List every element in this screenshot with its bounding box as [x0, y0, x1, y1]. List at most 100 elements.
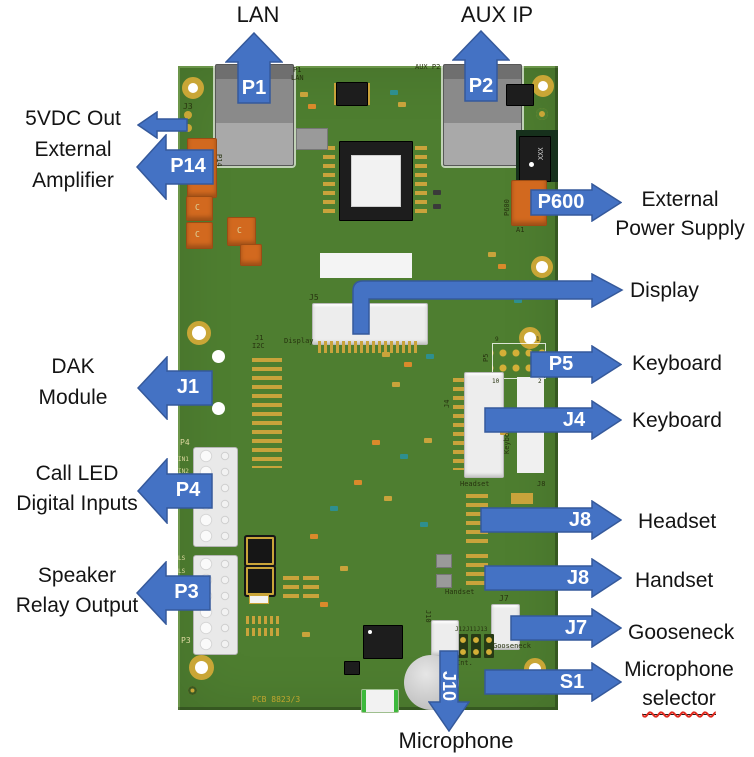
- smd-component: [511, 493, 533, 504]
- silk-in2: IN2: [178, 468, 189, 475]
- pcb-board: XXX C C C: [178, 64, 558, 713]
- relay: [246, 537, 274, 565]
- arrow-j8-headset: J8: [480, 500, 622, 540]
- smd-component: [392, 382, 400, 387]
- transformer-core: [351, 155, 401, 207]
- cap: [240, 244, 262, 266]
- ref-j1: J1: [176, 376, 200, 398]
- silk-ls2: LS: [178, 568, 186, 575]
- j8-handset-pads: [466, 554, 488, 590]
- relay: [246, 567, 274, 595]
- arrow-j7: J7: [510, 608, 622, 648]
- ref-j10: J10: [439, 670, 459, 702]
- label-line: Module: [38, 386, 108, 409]
- via-hole: [188, 686, 197, 695]
- label-microphone: Microphone: [398, 728, 514, 753]
- smd-component: [310, 534, 318, 539]
- arrow-p14: P14: [136, 134, 214, 200]
- relay-xxx: [519, 136, 551, 182]
- smd-component: [514, 298, 522, 303]
- label-dak-module: DAK Module: [12, 351, 134, 413]
- silk-in1: IN1: [178, 456, 189, 463]
- jumper-j12: [458, 634, 468, 658]
- ref-j8-handset: J8: [566, 567, 590, 589]
- label-aux-ip: AUX IP: [460, 2, 534, 27]
- pad-cluster: [303, 576, 319, 602]
- label-microphone-selector: Microphone selector: [604, 655, 754, 715]
- ref-j4: J4: [562, 409, 586, 431]
- silk-p4: P4: [180, 438, 190, 447]
- label-line: Power Supply: [615, 217, 745, 240]
- ref-j7: J7: [564, 617, 588, 639]
- smd-component: [320, 602, 328, 607]
- transformer-pads: [415, 146, 427, 214]
- silk-display: Display: [284, 337, 314, 345]
- micro-usb: [361, 689, 399, 713]
- ref-j8-headset: J8: [568, 509, 592, 531]
- label-headset: Headset: [638, 510, 717, 533]
- arrow-s1: S1: [484, 662, 622, 702]
- sot-component: [344, 661, 360, 675]
- smd-component: [300, 92, 308, 97]
- j3-pins: [184, 111, 192, 119]
- arrow-display: [352, 273, 624, 335]
- ref-p3: P3: [174, 581, 199, 603]
- ref-p4: P4: [175, 479, 201, 501]
- smd-component: [498, 264, 506, 269]
- label-keyboard-p5: Keyboard: [632, 352, 722, 375]
- arrow-j1: J1: [137, 356, 213, 420]
- ref-p14: P14: [170, 155, 206, 177]
- silk-j1: J1: [255, 334, 264, 342]
- mounting-hole: [531, 256, 553, 278]
- silk-jumpers: J12J11J13: [455, 626, 488, 633]
- label-lan: LAN: [236, 2, 280, 27]
- arrow-p1-lan: P1: [225, 32, 283, 104]
- silk-p600: P600: [503, 199, 511, 216]
- smd-component: [426, 354, 434, 359]
- ref-p2: P2: [468, 75, 494, 97]
- smd-component: [420, 522, 428, 527]
- cap-c: C: [186, 196, 213, 221]
- j5-pins: [318, 341, 420, 353]
- silk-pin1: 1: [536, 336, 540, 343]
- pad-cluster: [246, 628, 282, 636]
- silk-pin2: 2: [538, 378, 542, 385]
- silk-int: Int.: [456, 659, 473, 667]
- smd-component: [404, 362, 412, 367]
- arrow-j4: J4: [484, 400, 622, 440]
- arrow-p3: P3: [136, 561, 211, 625]
- silk-ls1: LS: [178, 555, 186, 562]
- mounting-hole: [189, 655, 214, 680]
- ref-p600: P600: [537, 191, 585, 213]
- transformer-pads: [323, 146, 335, 214]
- pad-pair: [249, 595, 269, 604]
- smd-component: [308, 104, 316, 109]
- silk-handset: Handset: [445, 588, 475, 596]
- silk-pcb-id: PCB 8823/3: [252, 695, 301, 704]
- silk-j8: J8: [537, 480, 546, 488]
- silk-p5: P5: [482, 353, 490, 362]
- hole: [212, 350, 225, 363]
- j1-pads: [252, 358, 282, 468]
- ref-p1: P1: [241, 77, 267, 99]
- chip-dot: [368, 630, 372, 634]
- arrow-p5: P5: [530, 345, 622, 384]
- silk-headset: Headset: [460, 480, 490, 488]
- arrow-j8-handset: J8: [484, 558, 622, 598]
- mounting-hole: [532, 75, 554, 97]
- label-line: Relay Output: [15, 594, 139, 617]
- label-speaker-relay: Speaker Relay Output: [0, 561, 154, 621]
- silk-xxx: XXX: [537, 147, 545, 160]
- pad-cluster: [283, 576, 299, 602]
- ref-s1: S1: [559, 671, 585, 693]
- jumper-j11: [471, 634, 481, 658]
- pad-cluster: [246, 616, 282, 624]
- smd-component: [330, 506, 338, 511]
- label-line: Microphone: [624, 658, 734, 681]
- j4-pins: [453, 378, 465, 470]
- smd-component: [372, 440, 380, 445]
- smd-component: [436, 574, 452, 588]
- label-line: 5VDC Out: [25, 107, 121, 130]
- hole: [212, 402, 225, 415]
